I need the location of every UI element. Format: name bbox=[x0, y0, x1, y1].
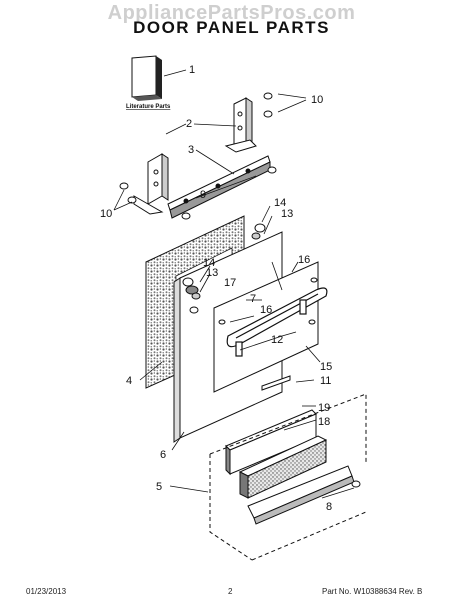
callout-13-upper: 13 bbox=[281, 208, 293, 220]
callout-10-right: 10 bbox=[311, 94, 323, 106]
page-title: DOOR PANEL PARTS bbox=[133, 18, 330, 37]
callout-14-upper: 14 bbox=[274, 197, 286, 209]
callout-19: 19 bbox=[318, 402, 330, 414]
callout-16-lower: 16 bbox=[260, 304, 272, 316]
callout-17: 17 bbox=[224, 277, 236, 289]
small-strip bbox=[261, 375, 291, 391]
right-hinge-bracket bbox=[224, 97, 257, 153]
door-handle bbox=[226, 287, 328, 357]
callout-12: 12 bbox=[271, 334, 283, 346]
callout-10-left: 10 bbox=[100, 208, 112, 220]
callout-3: 3 bbox=[188, 144, 194, 156]
literature-parts-label: Literature Parts bbox=[126, 104, 171, 110]
leader-lines bbox=[113, 69, 355, 499]
hinge-rail bbox=[167, 155, 271, 219]
callout-16-upper: 16 bbox=[298, 254, 310, 266]
callout-1: 1 bbox=[189, 64, 195, 76]
upper-washers bbox=[182, 223, 266, 300]
callout-6: 6 bbox=[160, 449, 166, 461]
footer-part-number: Part No. W10388634 Rev. B bbox=[322, 587, 423, 596]
callout-5: 5 bbox=[156, 481, 162, 493]
screws bbox=[119, 92, 277, 220]
footer-page-number: 2 bbox=[228, 587, 233, 596]
callout-18: 18 bbox=[318, 416, 330, 428]
callout-9: 9 bbox=[200, 189, 206, 201]
callout-14-lower: 14 bbox=[203, 257, 215, 269]
watermark: AppliancePartsPros.com bbox=[107, 2, 356, 24]
left-hinge-bracket bbox=[133, 153, 169, 215]
callout-13-lower: 13 bbox=[206, 267, 218, 279]
callout-8: 8 bbox=[326, 501, 332, 513]
vent-bracket bbox=[247, 465, 361, 525]
callout-numbers: 1 2 3 10 9 10 14 13 14 13 16 17 7 16 12 … bbox=[100, 64, 332, 513]
callout-4: 4 bbox=[126, 375, 132, 387]
callout-15: 15 bbox=[320, 361, 332, 373]
callout-2: 2 bbox=[186, 118, 192, 130]
callout-7: 7 bbox=[250, 293, 256, 305]
callout-11: 11 bbox=[320, 375, 331, 387]
footer-date: 01/23/2013 bbox=[26, 587, 67, 596]
literature-parts-booklet: Literature Parts bbox=[126, 55, 171, 110]
vent-block bbox=[238, 435, 328, 499]
dashed-kit-outline bbox=[209, 393, 367, 561]
